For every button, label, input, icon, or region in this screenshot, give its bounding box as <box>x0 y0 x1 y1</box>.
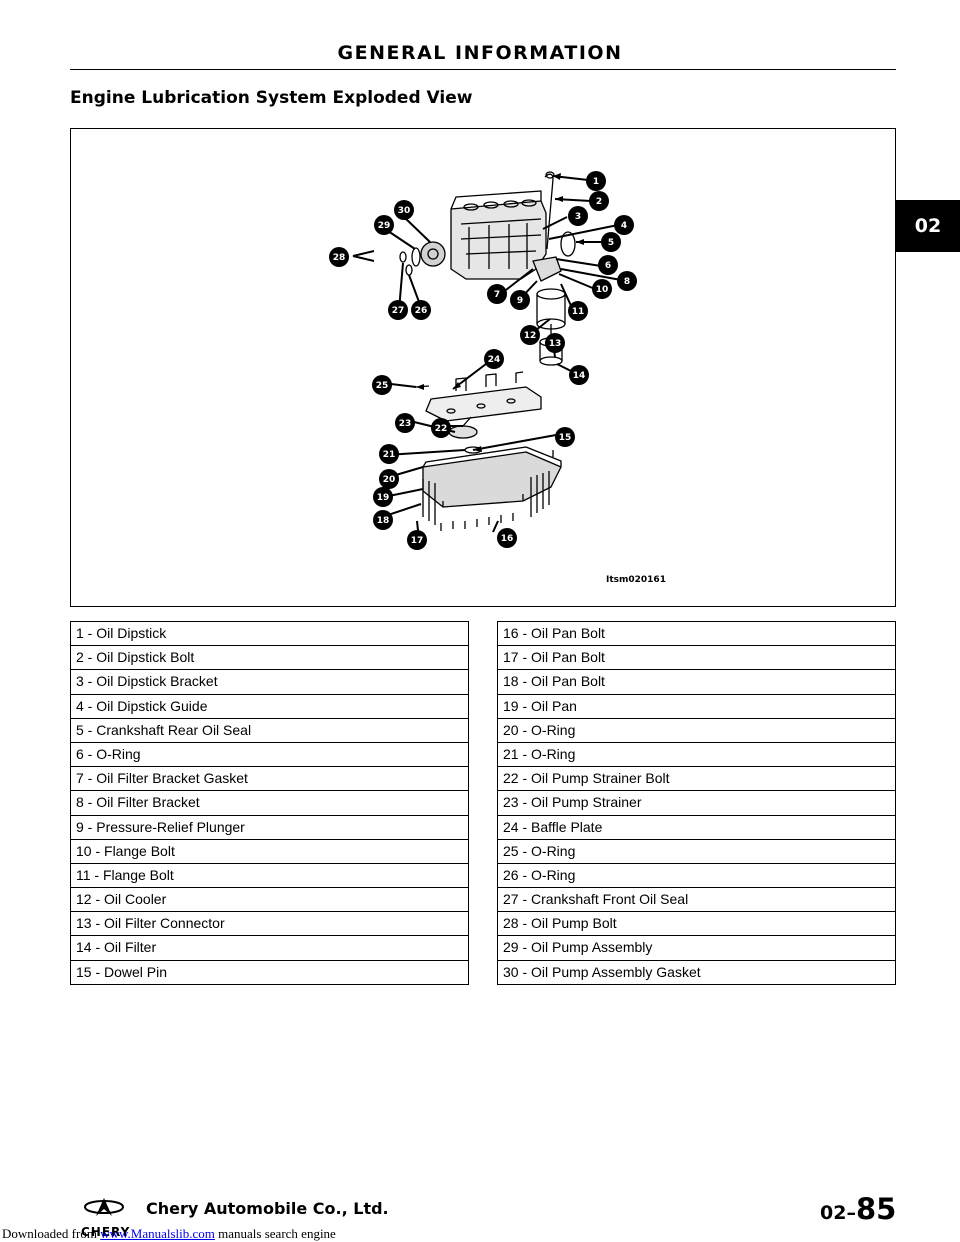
callout-10: 10 <box>596 285 609 295</box>
legend-item: 27 - Crankshaft Front Oil Seal <box>497 888 896 913</box>
legend-item: 5 - Crankshaft Rear Oil Seal <box>70 718 469 743</box>
legend-item: 18 - Oil Pan Bolt <box>497 670 896 695</box>
legend-item: 2 - Oil Dipstick Bolt <box>70 646 469 671</box>
legend-item: 1 - Oil Dipstick <box>70 622 469 647</box>
callout-7: 7 <box>494 290 500 300</box>
callout-markers <box>329 171 637 550</box>
chery-logo-icon <box>83 1198 125 1216</box>
callout-11: 11 <box>572 307 585 317</box>
callout-21: 21 <box>383 450 396 460</box>
legend-item: 23 - Oil Pump Strainer <box>497 791 896 816</box>
callout-27: 27 <box>392 306 405 316</box>
callout-26: 26 <box>415 306 428 316</box>
callout-12: 12 <box>524 331 537 341</box>
page-num: 85 <box>855 1192 897 1226</box>
callout-arrowheads <box>416 173 584 452</box>
callout-17: 17 <box>411 536 424 546</box>
callout-1: 1 <box>593 177 599 187</box>
legend-item: 20 - O-Ring <box>497 718 896 743</box>
legend-item: 11 - Flange Bolt <box>70 863 469 889</box>
legend-item: 4 - Oil Dipstick Guide <box>70 694 469 719</box>
header-rule <box>70 69 896 70</box>
legend-item: 8 - Oil Filter Bracket <box>70 791 469 816</box>
figure-code: Itsm020161 <box>606 575 666 585</box>
legend-item: 9 - Pressure-Relief Plunger <box>70 815 469 840</box>
callout-2: 2 <box>596 197 602 207</box>
engine-parts-drawing <box>399 171 576 531</box>
callout-15: 15 <box>559 433 572 443</box>
callout-9: 9 <box>517 296 523 306</box>
legend-item: 30 - Oil Pump Assembly Gasket <box>497 960 896 985</box>
page-prefix: 02– <box>820 1202 856 1224</box>
legend-item: 14 - Oil Filter <box>70 936 469 961</box>
legend-item: 7 - Oil Filter Bracket Gasket <box>70 767 469 792</box>
legend-item: 3 - Oil Dipstick Bracket <box>70 670 469 695</box>
legend-item: 22 - Oil Pump Strainer Bolt <box>497 767 896 792</box>
legend-item: 10 - Flange Bolt <box>70 839 469 864</box>
legend-item: 17 - Oil Pan Bolt <box>497 646 896 671</box>
download-note-before: Downloaded from <box>2 1226 101 1241</box>
callout-30: 30 <box>398 206 411 216</box>
legend-item: 28 - Oil Pump Bolt <box>497 912 896 937</box>
manualslib-link[interactable]: www.Manualslib.com <box>100 1226 215 1241</box>
legend-item: 6 - O-Ring <box>70 742 469 768</box>
callout-25: 25 <box>376 381 389 391</box>
callout-24: 24 <box>488 355 501 365</box>
legend-left-column: 1 - Oil Dipstick 2 - Oil Dipstick Bolt 3… <box>70 621 469 985</box>
legend-item: 13 - Oil Filter Connector <box>70 912 469 937</box>
legend-item: 25 - O-Ring <box>497 839 896 864</box>
callout-22: 22 <box>435 424 448 434</box>
callout-14: 14 <box>573 371 586 381</box>
header-title: GENERAL INFORMATION <box>337 42 623 64</box>
page-number: 02–85 <box>820 1192 896 1226</box>
section-title: Engine Lubrication System Exploded View <box>70 88 473 108</box>
legend-item: 15 - Dowel Pin <box>70 960 469 985</box>
callout-19: 19 <box>377 493 390 503</box>
callout-20: 20 <box>383 475 396 485</box>
callout-4: 4 <box>621 221 627 231</box>
legend-right-column: 16 - Oil Pan Bolt 17 - Oil Pan Bolt 18 -… <box>497 621 896 985</box>
download-note: Downloaded from www.Manualslib.com manua… <box>2 1226 336 1242</box>
legend-item: 24 - Baffle Plate <box>497 815 896 840</box>
callout-29: 29 <box>378 221 391 231</box>
footer-company: Chery Automobile Co., Ltd. <box>146 1199 389 1218</box>
callout-23: 23 <box>399 419 412 429</box>
footer-brand: CHERY <box>81 1225 131 1239</box>
chapter-tab[interactable]: 02 <box>896 200 960 252</box>
callout-3: 3 <box>575 212 581 222</box>
download-note-after: manuals search engine <box>214 1226 336 1241</box>
callout-28: 28 <box>333 253 346 263</box>
legend-item: 16 - Oil Pan Bolt <box>497 622 896 647</box>
exploded-view-figure: 1 2 3 4 5 6 7 8 9 10 11 12 13 14 15 16 1… <box>70 128 896 607</box>
legend-item: 26 - O-Ring <box>497 863 896 889</box>
legend-item: 19 - Oil Pan <box>497 694 896 719</box>
callout-8: 8 <box>624 277 630 287</box>
exploded-view-drawing: 1 2 3 4 5 6 7 8 9 10 11 12 13 14 15 16 1… <box>329 171 666 585</box>
callout-13: 13 <box>549 339 562 349</box>
callout-5: 5 <box>608 238 614 248</box>
callout-16: 16 <box>501 534 514 544</box>
legend-item: 21 - O-Ring <box>497 742 896 768</box>
legend-item: 12 - Oil Cooler <box>70 888 469 913</box>
callout-6: 6 <box>605 261 611 271</box>
callout-18: 18 <box>377 516 390 526</box>
legend-item: 29 - Oil Pump Assembly <box>497 936 896 961</box>
